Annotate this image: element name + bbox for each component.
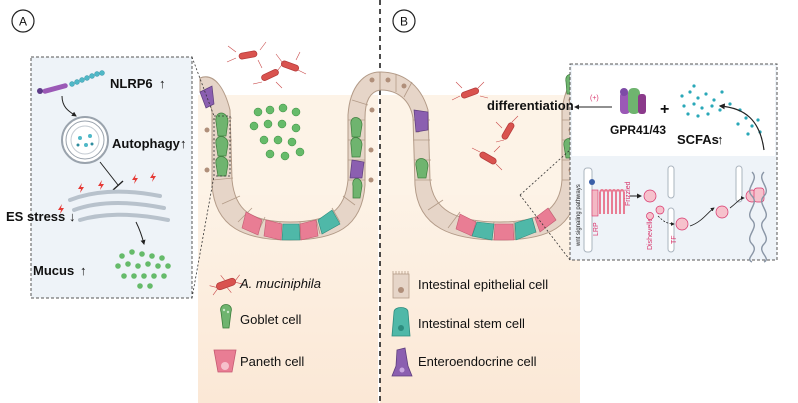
legend-stem-label: Intestinal stem cell bbox=[418, 316, 525, 331]
stem-cells-a bbox=[281, 209, 341, 241]
bacteria-lumen-a bbox=[238, 50, 300, 81]
dna-helix-icon bbox=[749, 171, 767, 263]
paneth-cells-b bbox=[455, 207, 557, 241]
plus-sign: + bbox=[660, 101, 669, 118]
panel-a-zoom-box bbox=[213, 115, 231, 177]
legend-enteroendocrine-label: Enteroendocrine cell bbox=[418, 354, 537, 369]
stem-cells-b bbox=[471, 217, 537, 241]
arrow-dishevelled-tf bbox=[657, 215, 675, 226]
dishevelled-protein-icon bbox=[643, 189, 665, 220]
legend-paneth-label: Paneth cell bbox=[240, 354, 304, 369]
panel-b-top-region bbox=[572, 66, 775, 156]
es-stress-down-arrow: ↓ bbox=[69, 209, 76, 224]
scfas-label: SCFAs bbox=[677, 132, 719, 147]
mucus-granules-inset bbox=[115, 249, 171, 289]
svg-text:B: B bbox=[400, 15, 408, 29]
stress-bolt-icons bbox=[58, 172, 156, 214]
nlrp6-up-arrow: ↑ bbox=[159, 76, 166, 91]
legend-akkermansia-icon bbox=[209, 274, 244, 296]
legend-paneth-icon bbox=[213, 349, 237, 373]
lrp-receptor-icon bbox=[591, 189, 599, 217]
panel-a-label: A bbox=[11, 9, 35, 33]
autophagosome-icon bbox=[61, 116, 109, 164]
gpr41-43-label: GPR41/43 bbox=[610, 123, 666, 137]
legend-epithelial-icon bbox=[392, 271, 410, 299]
cell-membranes bbox=[583, 165, 743, 253]
inhibition-line bbox=[99, 161, 119, 186]
zoom-line-b2 bbox=[519, 194, 571, 261]
scfas-up-arrow: ↑ bbox=[717, 132, 724, 147]
arrow-er-mucus bbox=[135, 221, 146, 245]
positive-sign: (+) bbox=[590, 95, 599, 102]
gpr41-43-receptor-icon bbox=[620, 88, 646, 114]
panel-b-label: B bbox=[392, 9, 416, 33]
goblet-cells-a bbox=[215, 112, 363, 199]
frizzled-receptor-icon bbox=[599, 189, 625, 214]
es-stress-label: ES stress bbox=[6, 209, 65, 224]
nlrp6-protein-icon bbox=[37, 70, 105, 94]
arrow-tf-nucleus bbox=[689, 207, 715, 227]
legend-akkermansia-label: A. muciniphila bbox=[239, 276, 321, 291]
bacteria-flagella bbox=[226, 41, 519, 171]
arrow-scfa-production bbox=[718, 103, 765, 151]
wnt-pathway-label: wnt signaling pathways bbox=[576, 184, 582, 247]
wnt-ligand-icon bbox=[589, 179, 595, 185]
mucus-label: Mucus bbox=[33, 263, 74, 278]
dishevelled-label: Dishevelled bbox=[647, 214, 654, 250]
enteroendocrine-cells bbox=[199, 85, 429, 179]
legend-epithelial-label: Intestinal epithelial cell bbox=[418, 277, 548, 292]
differentiation-label: differentiation bbox=[487, 98, 574, 113]
zoom-line-bottom-a bbox=[191, 175, 215, 299]
legend-goblet-icon bbox=[220, 304, 232, 329]
bacteria-lumen-b bbox=[460, 87, 515, 165]
autophagy-up-arrow: ↑ bbox=[180, 136, 187, 151]
zoom-line-top-a bbox=[191, 56, 215, 117]
tf-label: TF bbox=[671, 235, 678, 244]
lrp-label: LRP bbox=[593, 222, 600, 236]
frizzled-label: Frizzled bbox=[625, 181, 632, 206]
autophagy-label: Autophagy bbox=[112, 136, 181, 151]
mucus-granules-lumen bbox=[249, 103, 305, 161]
er-membrane-icon bbox=[68, 189, 170, 222]
nlrp6-label: NLRP6 bbox=[110, 76, 153, 91]
legend-enteroendocrine-icon bbox=[391, 347, 413, 377]
inhibition-bar bbox=[112, 180, 124, 191]
mucus-up-arrow: ↑ bbox=[80, 263, 87, 278]
arrow-nlrp6-autophagy bbox=[61, 95, 77, 117]
zoom-line-b bbox=[519, 149, 571, 196]
arrow-tf-dna bbox=[729, 196, 745, 209]
legend-stem-icon bbox=[391, 307, 411, 337]
legend-goblet-label: Goblet cell bbox=[240, 312, 302, 327]
svg-text:A: A bbox=[19, 15, 27, 29]
paneth-cells-a bbox=[241, 211, 319, 241]
